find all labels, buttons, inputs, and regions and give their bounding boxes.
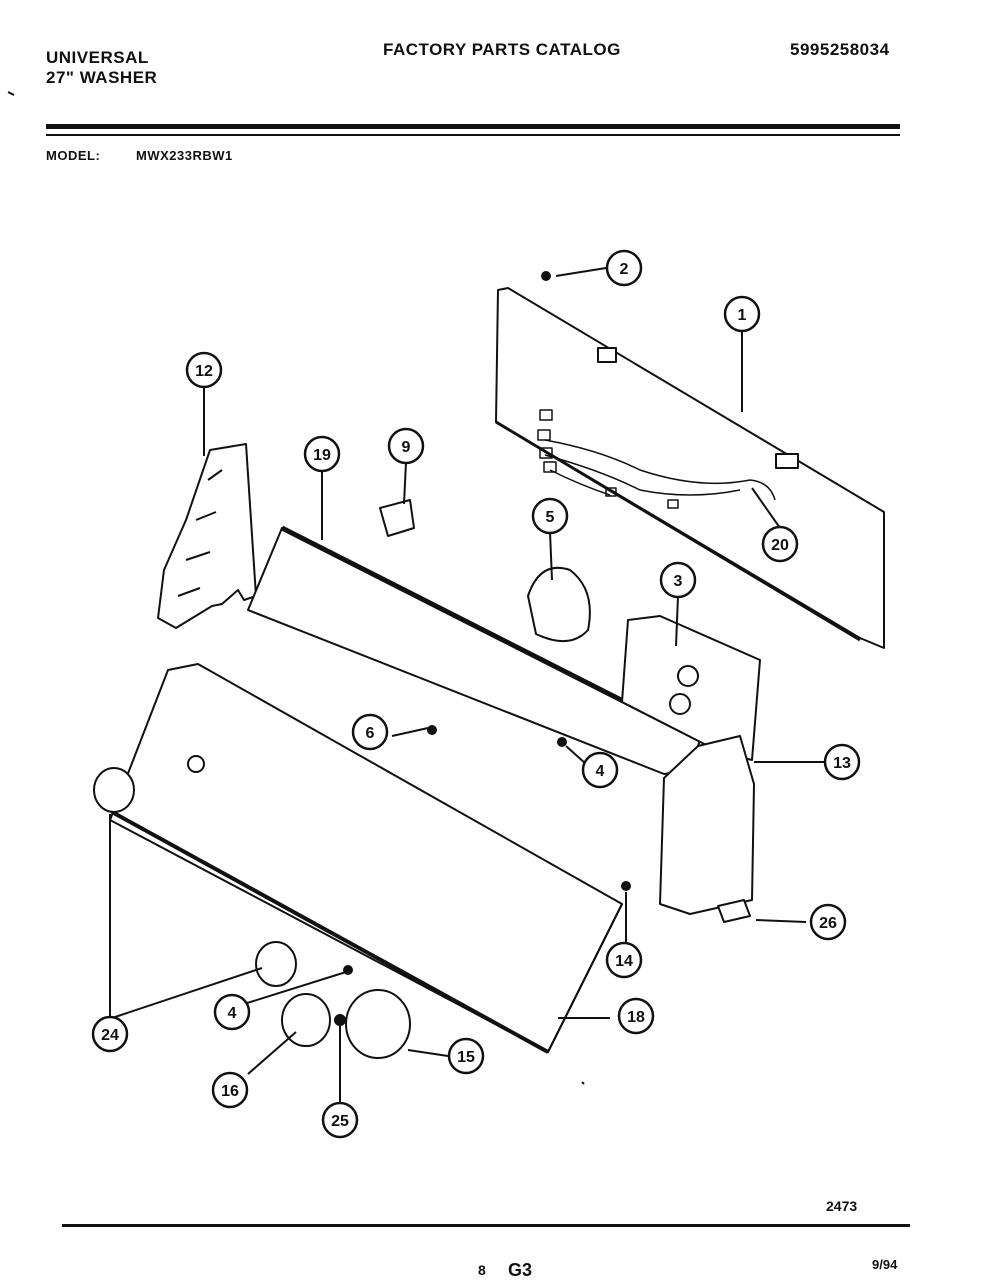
callout-number: 2 [620, 261, 629, 278]
callout-bubble [823, 743, 861, 781]
catalog-title: FACTORY PARTS CATALOG [383, 40, 621, 59]
side-bracket [157, 443, 257, 629]
callout-bubble [387, 427, 425, 465]
document-number: 5995258034 [790, 40, 890, 59]
callout-number: 13 [833, 755, 851, 772]
revision-date: 9/94 [872, 1257, 898, 1272]
callout-bubble [617, 997, 655, 1035]
brand-block: UNIVERSAL 27" WASHER [46, 48, 157, 88]
callout-number: 3 [674, 573, 683, 590]
wire-harness [537, 409, 776, 509]
switch [379, 499, 415, 537]
clip [717, 899, 751, 923]
callout-number: 6 [366, 725, 375, 742]
footer-rule [62, 1224, 910, 1227]
callout-number: 16 [221, 1083, 239, 1100]
callout-bubble [91, 1015, 129, 1053]
timer-dial [345, 989, 411, 1059]
callout-number: 14 [615, 953, 633, 970]
callout-number: 19 [313, 447, 331, 464]
brand-name: UNIVERSAL [46, 48, 149, 67]
callout-number: 9 [402, 439, 411, 456]
callout-bubble [605, 249, 643, 287]
page-number: 8 [478, 1262, 486, 1278]
callout-number: 18 [627, 1009, 645, 1026]
callout-bubble [809, 903, 847, 941]
callout-bubble [447, 1037, 485, 1075]
model-label: MODEL: [46, 148, 101, 163]
control-module [621, 615, 761, 761]
callout-number: 24 [101, 1027, 119, 1044]
callout-number: 1 [738, 307, 747, 324]
callout-bubble [303, 435, 341, 473]
callout-number: 26 [819, 915, 837, 932]
callout-bubble [213, 993, 251, 1031]
section-code: G3 [508, 1260, 533, 1280]
callout-bubble [723, 295, 761, 333]
timer [527, 566, 591, 642]
callout-bubble [659, 561, 697, 599]
callout-number: 25 [331, 1113, 349, 1130]
callout-number: 5 [546, 509, 555, 526]
callout-number: 15 [457, 1049, 475, 1066]
callout-number: 4 [596, 763, 605, 780]
callout-bubble [761, 525, 799, 563]
callout-number: 12 [195, 363, 213, 380]
callout-bubble [605, 941, 643, 979]
callout-number: 4 [228, 1005, 237, 1022]
callout-bubble [185, 351, 223, 389]
callout-bubble [531, 497, 569, 535]
callout-bubble [211, 1071, 249, 1109]
product-name: 27" WASHER [46, 68, 158, 87]
knob-top [93, 767, 135, 813]
callout-bubble [581, 751, 619, 789]
callout-bubble [321, 1101, 359, 1139]
header-rule-thin [46, 134, 900, 136]
callout-number: 20 [771, 537, 789, 554]
callout-bubble [351, 713, 389, 751]
knob-bottom [255, 941, 297, 987]
model-number: MWX233RBW1 [136, 148, 233, 163]
header-rule-thick [46, 124, 900, 129]
figure-number: 2473 [826, 1198, 858, 1214]
